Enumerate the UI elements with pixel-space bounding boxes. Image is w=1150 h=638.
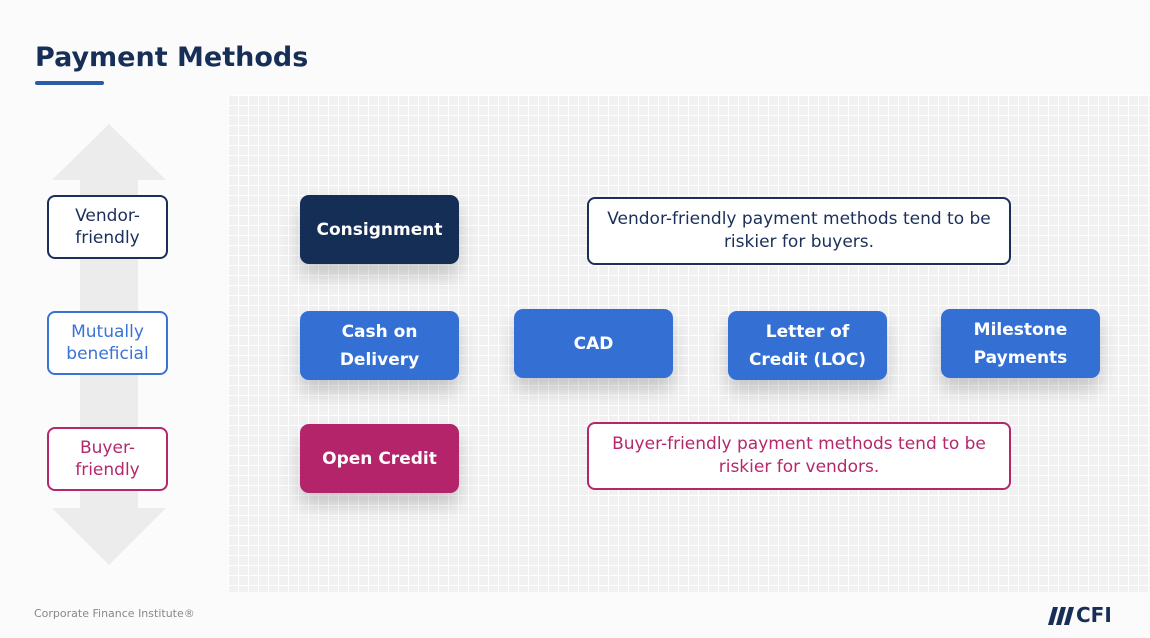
label-mutually-beneficial: Mutually beneficial xyxy=(47,311,168,375)
note-buyer-friendly: Buyer-friendly payment methods tend to b… xyxy=(587,422,1011,490)
method-cad: CAD xyxy=(514,309,673,378)
page-title: Payment Methods xyxy=(35,42,309,73)
method-open-credit: Open Credit xyxy=(300,424,459,493)
footer-text: Corporate Finance Institute® xyxy=(34,607,195,620)
method-cash-on-delivery: Cash on Delivery xyxy=(300,311,459,380)
method-milestone-payments: Milestone Payments xyxy=(941,309,1100,378)
method-letter-of-credit: Letter of Credit (LOC) xyxy=(728,311,887,380)
logo-text: CFI xyxy=(1076,603,1112,627)
method-consignment: Consignment xyxy=(300,195,459,264)
label-vendor-friendly: Vendor- friendly xyxy=(47,195,168,259)
label-buyer-friendly: Buyer- friendly xyxy=(47,427,168,491)
logo-mark-icon xyxy=(1048,607,1074,625)
cfi-logo: CFI xyxy=(1044,603,1112,627)
note-vendor-friendly: Vendor-friendly payment methods tend to … xyxy=(587,197,1011,265)
title-underline xyxy=(35,81,104,85)
